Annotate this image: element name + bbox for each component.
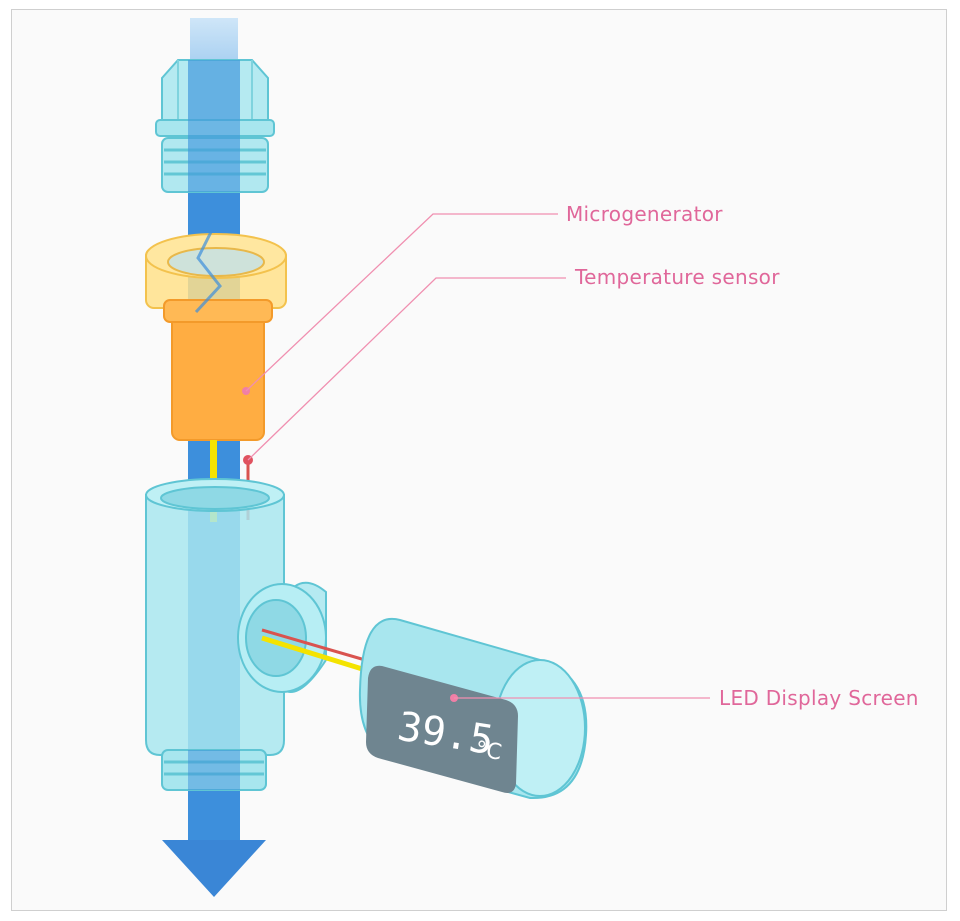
leader-lines bbox=[245, 213, 710, 699]
led-display-label: LED Display Screen bbox=[719, 686, 919, 710]
display-wires bbox=[261, 628, 373, 675]
microgenerator-leader bbox=[245, 213, 558, 392]
arrow-down-icon bbox=[162, 840, 266, 897]
display-unit: 39.5 °C bbox=[358, 617, 588, 800]
display-unit-label: °C bbox=[473, 737, 503, 766]
temperature-sensor-label: Temperature sensor bbox=[575, 265, 780, 289]
t-housing bbox=[145, 478, 327, 791]
microgenerator-part bbox=[145, 228, 287, 441]
temperature-sensor-leader bbox=[247, 277, 566, 461]
microgenerator-label: Microgenerator bbox=[566, 202, 723, 226]
top-fitting bbox=[155, 59, 275, 193]
